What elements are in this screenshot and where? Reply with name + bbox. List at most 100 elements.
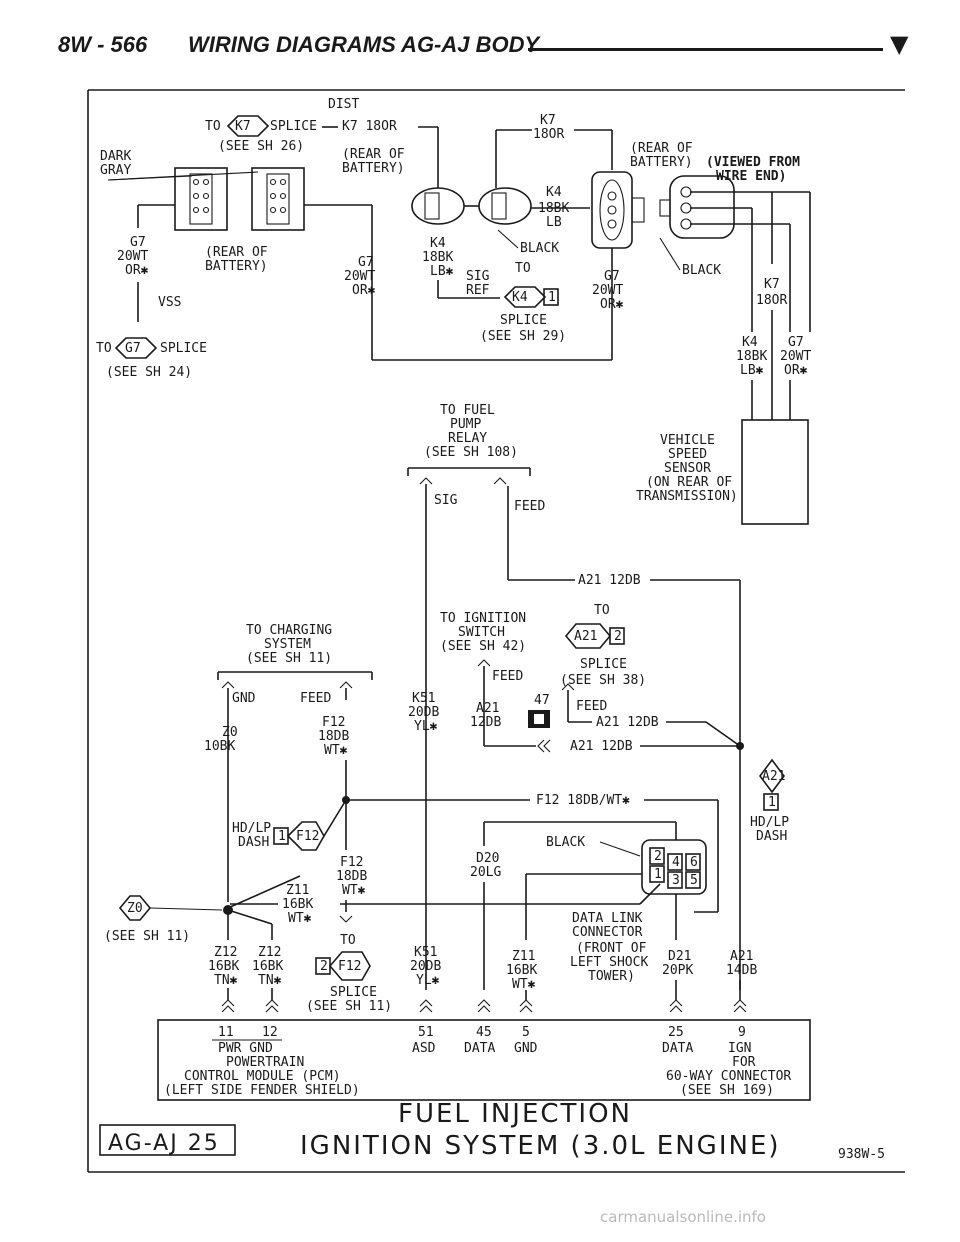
label-18db-b: 18DB xyxy=(336,869,367,884)
down-arrow-icon: ▼ xyxy=(890,30,909,58)
label-g7-mid: G7 xyxy=(358,255,374,270)
label-a21-12db-right: A21 12DB xyxy=(596,715,659,730)
label-for-3: (SEE SH 169) xyxy=(680,1083,774,1098)
label-g7-rr: G7 xyxy=(788,335,804,350)
label-dl-5: 5 xyxy=(690,873,698,888)
label-dist: DIST xyxy=(328,97,359,112)
label-a21-box: 1 xyxy=(768,795,776,810)
label-vss: VSS xyxy=(158,295,181,310)
label-g7-tri: G7 xyxy=(125,341,141,356)
label-for-1: FOR xyxy=(732,1055,756,1070)
label-to-f12: TO xyxy=(340,933,356,948)
label-dl-t1: DATA LINK xyxy=(572,911,643,926)
label-20wt-rr: 20WT xyxy=(780,349,811,364)
label-f12-box: 1 xyxy=(278,829,286,844)
header-rule xyxy=(528,48,883,51)
label-rear-of-1: (REAR OF xyxy=(342,147,405,162)
label-20lg: 20LG xyxy=(470,865,501,880)
label-dl-3: 3 xyxy=(672,873,680,888)
label-z12-a: Z12 xyxy=(214,945,237,960)
label-to-g7: TO xyxy=(96,341,112,356)
label-z11-b: Z11 xyxy=(512,949,535,964)
label-f12-sp-box: 2 xyxy=(320,959,328,974)
label-pin-45: 45 xyxy=(476,1025,492,1040)
label-pin-12: 12 xyxy=(262,1025,278,1040)
splice-a21-marker xyxy=(564,623,625,649)
pcm-pin-chevrons xyxy=(221,999,747,1013)
label-18or-right: 18OR xyxy=(756,293,787,308)
label-a21-12db-left: A21 12DB xyxy=(570,739,633,754)
page-number: 8W - 566 xyxy=(58,32,148,57)
label-z11-a: Z11 xyxy=(286,883,309,898)
label-20wt-left: 20WT xyxy=(117,249,148,264)
label-black-3: BLACK xyxy=(546,835,585,850)
label-a21-top: A21 12DB xyxy=(578,573,641,588)
splice-k4-marker xyxy=(503,286,559,308)
label-pin-25: 25 xyxy=(668,1025,684,1040)
label-16bk-b: 16BK xyxy=(208,959,239,974)
label-splice-a21: SPLICE xyxy=(580,657,627,672)
label-data-a: DATA xyxy=(464,1041,495,1056)
label-lb-b: LB xyxy=(546,215,562,230)
label-a21-tri: A21 xyxy=(574,629,597,644)
label-rear-of-3: (REAR OF xyxy=(630,141,693,156)
label-pin-11: 11 xyxy=(218,1025,234,1040)
label-splice-k7: SPLICE xyxy=(270,119,317,134)
label-pcm-2: CONTROL MODULE (PCM) xyxy=(184,1069,341,1084)
label-f12-run: F12 18DB/WT✱ xyxy=(536,793,630,808)
label-sig-a: SIG xyxy=(466,269,490,284)
label-battery-3: BATTERY) xyxy=(630,155,693,170)
label-20db-b: 20DB xyxy=(410,959,441,974)
a21-dash-connector xyxy=(759,758,785,811)
label-dark: DARK xyxy=(100,149,131,164)
label-18or-top: 18OR xyxy=(533,127,564,142)
label-battery-1: BATTERY) xyxy=(342,161,405,176)
label-18db-a: 18DB xyxy=(318,729,349,744)
label-to-k4: TO xyxy=(515,261,531,276)
label-chg-2: SYSTEM xyxy=(264,637,311,652)
label-see-sh26: (SEE SH 26) xyxy=(218,139,304,154)
label-pcm-3: (LEFT SIDE FENDER SHIELD) xyxy=(164,1083,360,1098)
label-k4-a: K4 xyxy=(430,236,446,251)
label-dl-t2: CONNECTOR xyxy=(572,925,643,940)
label-or-right: OR✱ xyxy=(600,297,624,312)
label-g7-left: G7 xyxy=(130,235,146,250)
label-gnd-b: GND xyxy=(514,1041,538,1056)
label-k51-a: K51 xyxy=(412,691,435,706)
label-ign-1: TO IGNITION xyxy=(440,611,526,626)
label-viewed-from: (VIEWED FROM xyxy=(706,155,800,170)
label-dl-t5: TOWER) xyxy=(588,969,635,984)
label-feed-b: FEED xyxy=(300,691,331,706)
label-18bk-a: 18BK xyxy=(422,250,453,265)
label-a21-a: A21 xyxy=(476,701,499,716)
label-ign-3: (SEE SH 42) xyxy=(440,639,526,654)
label-dl-t4: LEFT SHOCK xyxy=(570,955,648,970)
label-k4-tri: K4 xyxy=(512,290,528,305)
label-feed-d: FEED xyxy=(576,699,607,714)
label-feed-c: FEED xyxy=(492,669,523,684)
label-yl-a: YL✱ xyxy=(414,719,438,734)
label-or-rr: OR✱ xyxy=(784,363,808,378)
label-or-left: OR✱ xyxy=(125,263,149,278)
label-dl-2: 2 xyxy=(654,849,662,864)
label-z0: Z0 xyxy=(222,725,238,740)
label-wt-a: WT✱ xyxy=(324,743,348,758)
label-14db: 14DB xyxy=(726,963,757,978)
label-k7-right: K7 xyxy=(764,277,780,292)
label-z12-b: Z12 xyxy=(258,945,281,960)
splice-k7-marker xyxy=(226,115,270,137)
page-title: WIRING DIAGRAMS AG-AJ BODY xyxy=(188,32,540,57)
title-ignition-system: IGNITION SYSTEM (3.0L ENGINE) xyxy=(300,1131,781,1161)
label-black-1: BLACK xyxy=(520,241,559,256)
label-47: 47 xyxy=(534,693,550,708)
label-16bk-d: 16BK xyxy=(506,963,537,978)
label-k7-top: K7 xyxy=(540,113,556,128)
pcm-box xyxy=(157,1019,811,1101)
label-to-a21: TO xyxy=(594,603,610,618)
vehicle-speed-sensor xyxy=(741,419,809,525)
label-18bk-right: 18BK xyxy=(736,349,767,364)
label-wt-d: WT✱ xyxy=(512,977,536,992)
label-gray: GRAY xyxy=(100,163,131,178)
label-pin-5: 5 xyxy=(522,1025,530,1040)
